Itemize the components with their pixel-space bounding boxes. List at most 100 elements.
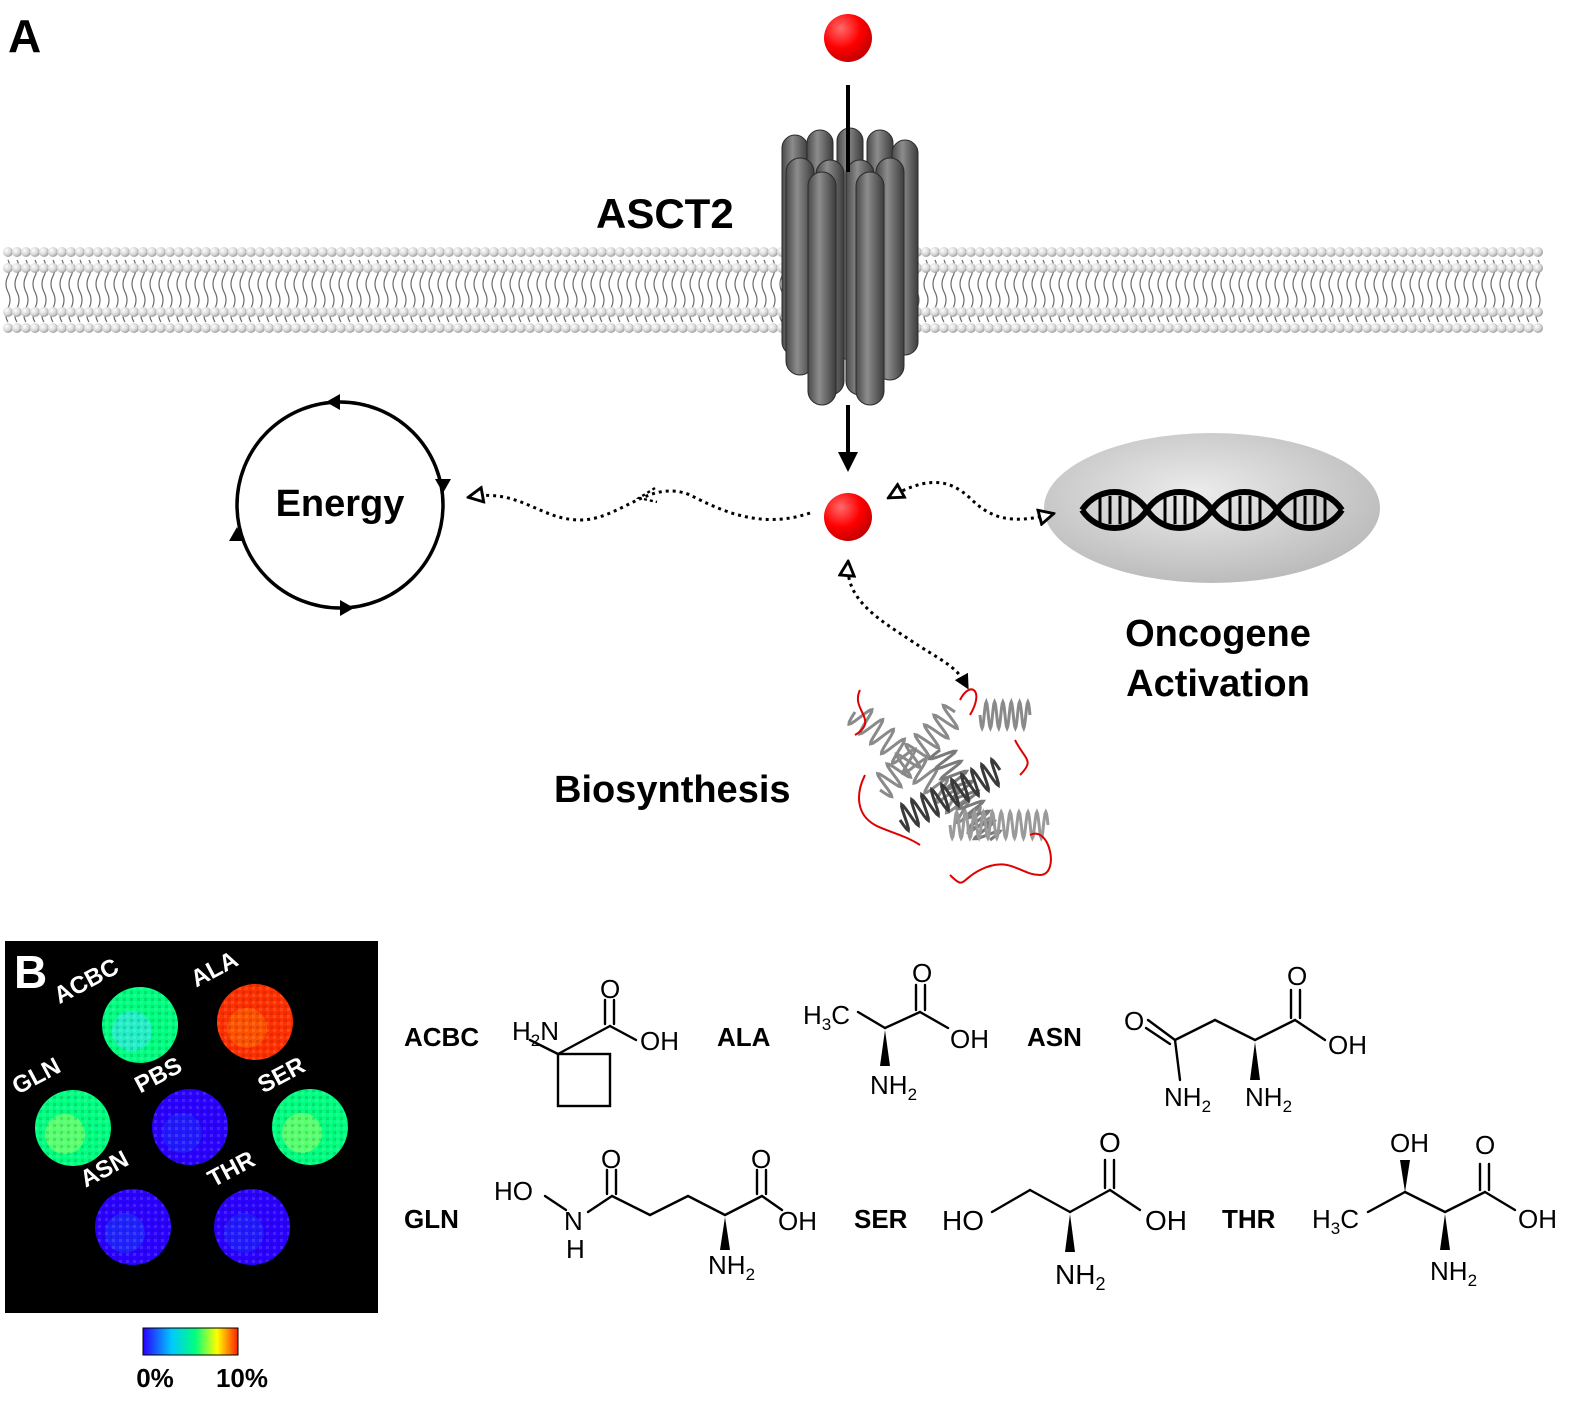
lipid-head bbox=[516, 323, 526, 333]
lipid-head bbox=[1290, 263, 1300, 273]
lipid-head bbox=[165, 263, 175, 273]
lipid-head bbox=[660, 323, 670, 333]
lipid-head bbox=[633, 263, 643, 273]
lipid-head bbox=[1164, 323, 1174, 333]
lipid-head bbox=[1470, 263, 1480, 273]
lipid-head bbox=[183, 247, 193, 257]
lipid-head bbox=[498, 323, 508, 333]
lipid-head bbox=[606, 323, 616, 333]
lipid-head bbox=[273, 307, 283, 317]
lipid-head bbox=[192, 247, 202, 257]
lipid-head bbox=[1209, 263, 1219, 273]
lipid-head bbox=[750, 307, 760, 317]
lipid-head bbox=[129, 247, 139, 257]
lipid-head bbox=[1281, 247, 1291, 257]
lipid-head bbox=[1515, 323, 1525, 333]
lipid-head bbox=[1398, 263, 1408, 273]
lipid-head bbox=[480, 307, 490, 317]
lipid-head bbox=[462, 307, 472, 317]
lipid-head bbox=[1038, 323, 1048, 333]
lipid-head bbox=[642, 323, 652, 333]
panel-a-label: A bbox=[8, 10, 41, 62]
lipid-head bbox=[1452, 323, 1462, 333]
lipid-head bbox=[975, 323, 985, 333]
protein-helix bbox=[978, 697, 1032, 733]
lipid-head bbox=[1443, 247, 1453, 257]
lipid-head bbox=[1101, 263, 1111, 273]
lipid-head bbox=[120, 307, 130, 317]
lipid-head bbox=[1380, 263, 1390, 273]
lipid-head bbox=[39, 247, 49, 257]
lipid-head bbox=[714, 307, 724, 317]
lipid-head bbox=[1011, 247, 1021, 257]
lipid-head bbox=[606, 247, 616, 257]
phantom-vial-ala: ALA bbox=[186, 946, 293, 1060]
lipid-head bbox=[1110, 323, 1120, 333]
lipid-head bbox=[651, 307, 661, 317]
lipid-head bbox=[1434, 247, 1444, 257]
lipid-head bbox=[1200, 307, 1210, 317]
lipid-head bbox=[1524, 263, 1534, 273]
lipid-head bbox=[300, 263, 310, 273]
lipid-head bbox=[1110, 307, 1120, 317]
protein-helix bbox=[948, 808, 1050, 842]
lipid-head bbox=[1164, 263, 1174, 273]
lipid-head bbox=[1002, 247, 1012, 257]
lipid-head bbox=[1020, 247, 1030, 257]
lipid-head bbox=[1461, 263, 1471, 273]
lipid-head bbox=[57, 307, 67, 317]
lipid-head bbox=[552, 263, 562, 273]
svg-text:HO: HO bbox=[942, 1205, 984, 1236]
lipid-head bbox=[381, 247, 391, 257]
lipid-head bbox=[111, 263, 121, 273]
lipid-head bbox=[1407, 247, 1417, 257]
lipid-head bbox=[1164, 307, 1174, 317]
lipid-head bbox=[1362, 263, 1372, 273]
svg-text:O: O bbox=[1287, 961, 1307, 991]
lipid-head bbox=[1002, 307, 1012, 317]
lipid-head bbox=[1452, 263, 1462, 273]
lipid-head bbox=[210, 263, 220, 273]
lipid-head bbox=[1065, 323, 1075, 333]
lipid-head bbox=[1389, 307, 1399, 317]
lipid-head bbox=[435, 323, 445, 333]
lipid-head bbox=[462, 323, 472, 333]
biosynthesis-label: Biosynthesis bbox=[554, 769, 791, 811]
lipid-head bbox=[687, 307, 697, 317]
lipid-head bbox=[201, 263, 211, 273]
svg-text:O: O bbox=[1124, 1006, 1144, 1036]
lipid-head bbox=[1254, 263, 1264, 273]
lipid-head bbox=[1074, 323, 1084, 333]
lipid-head bbox=[93, 307, 103, 317]
lipid-head bbox=[633, 307, 643, 317]
lipid-head bbox=[273, 247, 283, 257]
lipid-head bbox=[354, 307, 364, 317]
lipid-head bbox=[12, 323, 22, 333]
lipid-head bbox=[714, 247, 724, 257]
lipid-head bbox=[210, 247, 220, 257]
lipid-head bbox=[1326, 307, 1336, 317]
lipid-head bbox=[768, 247, 778, 257]
lipid-head bbox=[156, 323, 166, 333]
lipid-head bbox=[1173, 307, 1183, 317]
lipid-head bbox=[426, 263, 436, 273]
lipid-head bbox=[201, 307, 211, 317]
lipid-head bbox=[1524, 247, 1534, 257]
lipid-head bbox=[1092, 247, 1102, 257]
lipid-head bbox=[1497, 323, 1507, 333]
lipid-head bbox=[741, 307, 751, 317]
lipid-head bbox=[732, 247, 742, 257]
lipid-head bbox=[408, 247, 418, 257]
lipid-head bbox=[1533, 307, 1543, 317]
lipid-head bbox=[381, 323, 391, 333]
phantom-pixels bbox=[214, 1189, 290, 1265]
lipid-head bbox=[1128, 307, 1138, 317]
lipid-head bbox=[1272, 323, 1282, 333]
lipid-head bbox=[921, 247, 931, 257]
lipid-head bbox=[1002, 323, 1012, 333]
lipid-head bbox=[57, 263, 67, 273]
lipid-head bbox=[1380, 247, 1390, 257]
lipid-head bbox=[30, 307, 40, 317]
lipid-head bbox=[381, 307, 391, 317]
